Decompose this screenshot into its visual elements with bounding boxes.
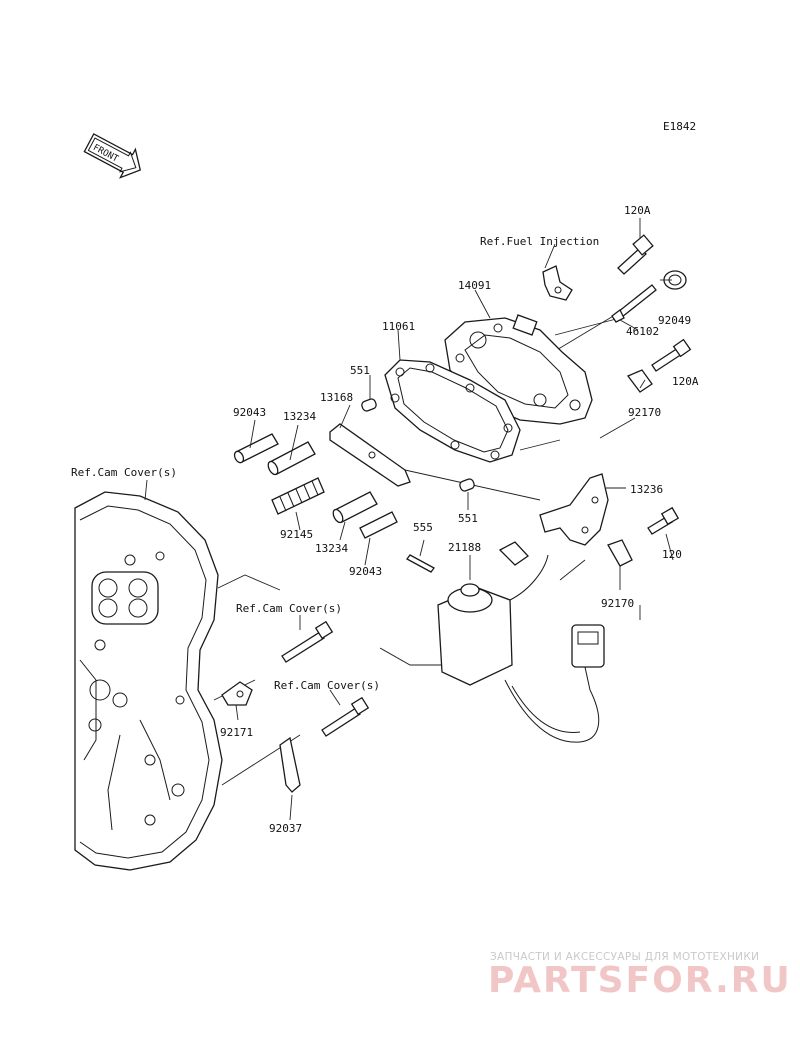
label-551-top: 551 [350,364,370,377]
label-120a-top: 120A [624,204,651,217]
label-92043-top: 92043 [233,406,266,419]
part-13234-top-shaft [267,441,316,476]
label-13168: 13168 [320,391,353,404]
label-92170-bottom: 92170 [601,597,634,610]
part-11061-gasket [384,359,521,463]
part-92043-bottom-pin [359,511,398,539]
label-13234-top: 13234 [283,410,316,423]
part-13236-bracket [539,473,609,546]
cam-cover-bolt-2 [321,696,370,737]
label-11061: 11061 [382,320,415,333]
part-120a-right-bolt [651,338,692,372]
label-120a-right: 120A [672,375,699,388]
ref-cam-cover-3: Ref.Cam Cover(s) [274,679,380,692]
label-21188: 21188 [448,541,481,554]
ref-cam-cover-2: Ref.Cam Cover(s) [236,602,342,615]
ref-cam-cover-1: Ref.Cam Cover(s) [71,466,177,479]
watermark-logo: PARTSFOR.RU [488,960,792,1001]
label-leaders [235,218,674,821]
front-arrow-icon: FRONT [83,133,142,179]
part-551-top-dowel [361,398,377,412]
label-13236: 13236 [630,483,663,496]
part-46102-rod [611,284,657,323]
label-92037: 92037 [269,822,302,835]
ref-fuel-injection: Ref.Fuel Injection [480,235,599,248]
part-92145-spring [271,477,325,515]
part-21188-actuator [437,541,605,743]
label-13234-bottom: 13234 [315,542,348,555]
part-551-bottom-dowel [459,478,475,492]
part-92170-bottom-clip [607,539,633,567]
label-555: 555 [413,521,433,534]
part-555-pin [406,554,435,573]
label-92171: 92171 [220,726,253,739]
label-120: 120 [662,548,682,561]
label-92145: 92145 [280,528,313,541]
part-13168-lever [329,423,411,487]
part-120-bolt [647,506,680,535]
part-92171-bracket [221,681,253,706]
watermark-tagline: ЗАПЧАСТИ И АКСЕССУАРЫ ДЛЯ МОТОТЕХНИКИ [490,951,760,963]
label-46102: 46102 [626,325,659,338]
label-92170-top: 92170 [628,406,661,419]
fuel-injection-bracket [542,265,573,301]
label-551-bottom: 551 [458,512,478,525]
part-92037-clamp [279,736,301,793]
engine-cam-cover [74,491,223,871]
part-92043-top-pin [233,433,279,464]
label-92043-bottom: 92043 [349,565,382,578]
cam-cover-bolt-1 [281,620,334,663]
part-92170-top-clip [626,369,653,393]
label-14091: 14091 [458,279,491,292]
diagram-code: E1842 [663,120,696,133]
part-13234-bottom-shaft [332,491,378,524]
part-120a-top-bolt [617,234,654,275]
label-92049: 92049 [658,314,691,327]
